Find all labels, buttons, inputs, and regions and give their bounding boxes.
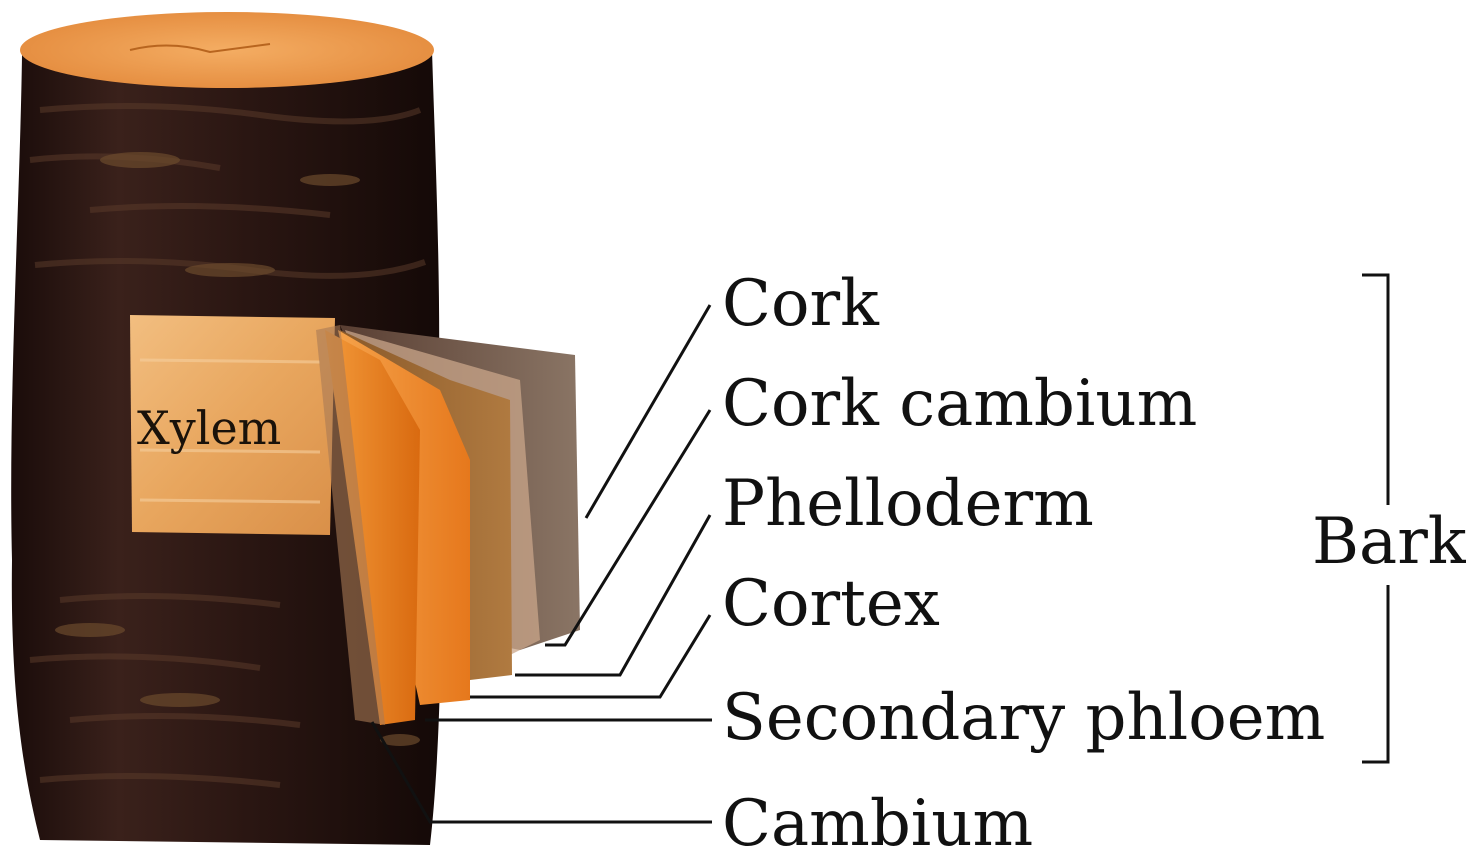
leader-cork	[584, 304, 712, 519]
layer-label-secondary-phloem: Secondary phloem	[722, 681, 1326, 755]
xylem-label: Xylem	[137, 401, 282, 455]
leader-cortex	[470, 614, 712, 699]
xylem-window	[130, 315, 335, 535]
layer-label-phelloderm: Phelloderm	[722, 467, 1094, 541]
layer-label-cambium: Cambium	[722, 787, 1034, 861]
layer-label-cork-cambium: Cork cambium	[722, 367, 1198, 441]
layer-label-cortex: Cortex	[722, 567, 940, 641]
leader-cambium	[370, 721, 712, 824]
leader-phelloderm	[515, 514, 712, 677]
bark-bracket	[1362, 273, 1390, 764]
layer-label-cork: Cork	[722, 267, 879, 341]
leader-cork-cambium	[545, 409, 712, 647]
leader-lines	[370, 304, 712, 824]
bark-group-label: Bark	[1312, 505, 1466, 579]
